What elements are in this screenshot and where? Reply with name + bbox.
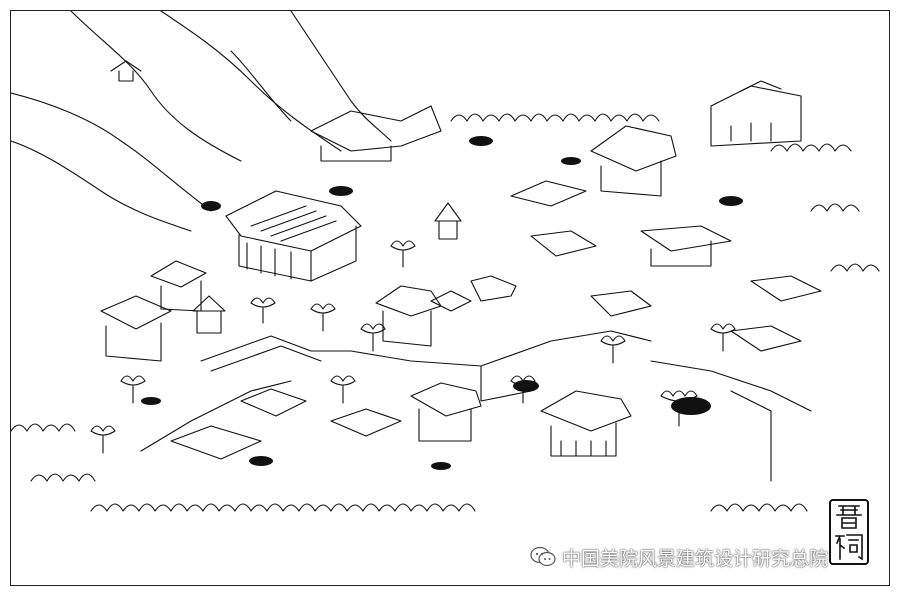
left-buildings <box>100 260 402 460</box>
watermark-text: 中国美院风景建筑设计研究总院 <box>562 547 829 570</box>
courtyard-walls <box>140 275 812 482</box>
watermark: 中国美院风景建筑设计研究总院 <box>530 542 828 572</box>
line-drawing <box>11 11 880 512</box>
seal-lettering-icon <box>835 505 863 561</box>
front-hall <box>540 390 632 457</box>
octagonal-pavilion <box>192 202 462 334</box>
scattered-trees <box>90 240 736 454</box>
dark-canopy-accents <box>141 136 743 470</box>
right-buildings <box>590 225 822 352</box>
wechat-icon <box>530 546 556 567</box>
seal-stamp <box>829 499 869 565</box>
tree-canopy-back <box>11 113 880 512</box>
upper-right-hall <box>590 80 802 197</box>
main-hall <box>225 190 362 282</box>
upper-buildings <box>310 105 597 257</box>
mountain-ridge <box>11 11 392 232</box>
temple-complex-drawing <box>10 10 890 586</box>
